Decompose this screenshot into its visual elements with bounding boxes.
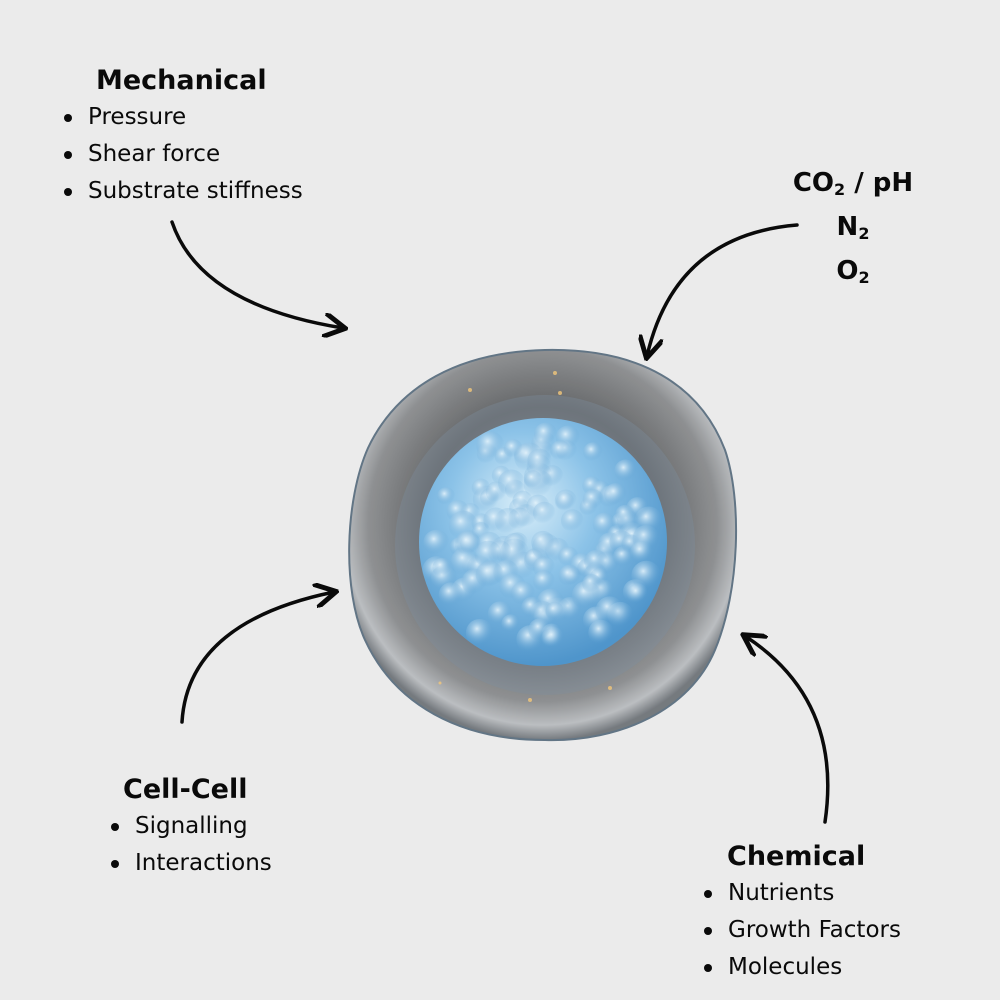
list-item: Growth Factors: [702, 912, 901, 949]
arrow-mechanical: [170, 220, 343, 328]
list-item: Signalling: [109, 808, 272, 845]
arrow-chemical: [745, 636, 830, 824]
nucleus-bump: [528, 618, 552, 642]
gas-co2-ph: CO2 / pH: [792, 168, 914, 199]
nucleus-bump: [533, 570, 556, 593]
arrow-gases: [647, 223, 799, 356]
nucleus-bump: [545, 601, 564, 621]
gas-n2: N2: [836, 212, 870, 243]
list-item: Shear force: [62, 136, 303, 173]
nucleus-bump: [582, 489, 604, 511]
nucleus-bump: [456, 531, 481, 556]
nucleus-bump: [583, 442, 603, 462]
nucleus-bump: [471, 478, 491, 498]
nucleus-bump: [592, 512, 616, 536]
arrow-cell-cell: [180, 592, 334, 724]
gas-o2: O2: [836, 256, 870, 287]
nucleus-bump: [510, 581, 536, 606]
gases-group: CO2 / pH N2 O2: [763, 161, 943, 293]
nucleus-bump: [423, 529, 450, 556]
nucleus-bump: [437, 487, 456, 506]
cell-cell-list: Signalling Interactions: [109, 808, 272, 882]
nucleus-bump: [533, 422, 558, 447]
nucleus-bump: [503, 439, 523, 459]
nucleus-bump: [582, 574, 602, 594]
list-item: Substrate stiffness: [62, 173, 303, 210]
nucleus-bump: [465, 618, 494, 647]
nucleus-bump: [527, 448, 552, 473]
list-item: Interactions: [109, 845, 272, 882]
nucleus-bump: [584, 549, 609, 574]
nucleus-bump: [560, 509, 584, 533]
nucleus-texture: [422, 422, 663, 654]
nucleus-bump: [550, 440, 571, 461]
nucleus-bump: [475, 560, 504, 589]
nucleus-bump: [627, 583, 649, 605]
list-item: Pressure: [62, 99, 303, 136]
mechanical-group: Mechanical Pressure Shear force Substrat…: [62, 62, 303, 210]
nucleus-bump: [588, 619, 614, 646]
list-item: Nutrients: [702, 875, 901, 912]
nucleus-bump: [604, 483, 627, 506]
nucleus-bump: [558, 564, 581, 587]
nucleus-bump: [532, 501, 556, 525]
chemical-list: Nutrients Growth Factors Molecules: [702, 875, 901, 986]
nucleus-bump: [474, 540, 502, 568]
chemical-group: Chemical Nutrients Growth Factors Molecu…: [702, 838, 901, 986]
nucleus-bump: [614, 459, 637, 483]
nucleus-bump: [483, 507, 509, 533]
cell-cell-title: Cell-Cell: [123, 774, 248, 805]
nucleus-bump: [631, 560, 662, 591]
nucleus-bump: [438, 582, 464, 608]
nucleus-bump: [554, 489, 577, 512]
list-item: Molecules: [702, 949, 901, 986]
mechanical-title: Mechanical: [96, 65, 267, 96]
nucleus-bump: [498, 469, 525, 497]
cell-illustration: [348, 348, 738, 742]
mechanical-list: Pressure Shear force Substrate stiffness: [62, 99, 303, 210]
cell-cell-group: Cell-Cell Signalling Interactions: [109, 771, 272, 882]
nucleus-bump: [630, 540, 654, 564]
chemical-title: Chemical: [727, 841, 866, 872]
nucleus-bump: [615, 504, 635, 525]
nucleus-bump: [432, 557, 452, 578]
nucleus-bump: [595, 596, 624, 625]
nucleus-bump: [531, 530, 555, 555]
nucleus-bump: [523, 470, 543, 489]
nucleus-bump: [501, 614, 521, 634]
